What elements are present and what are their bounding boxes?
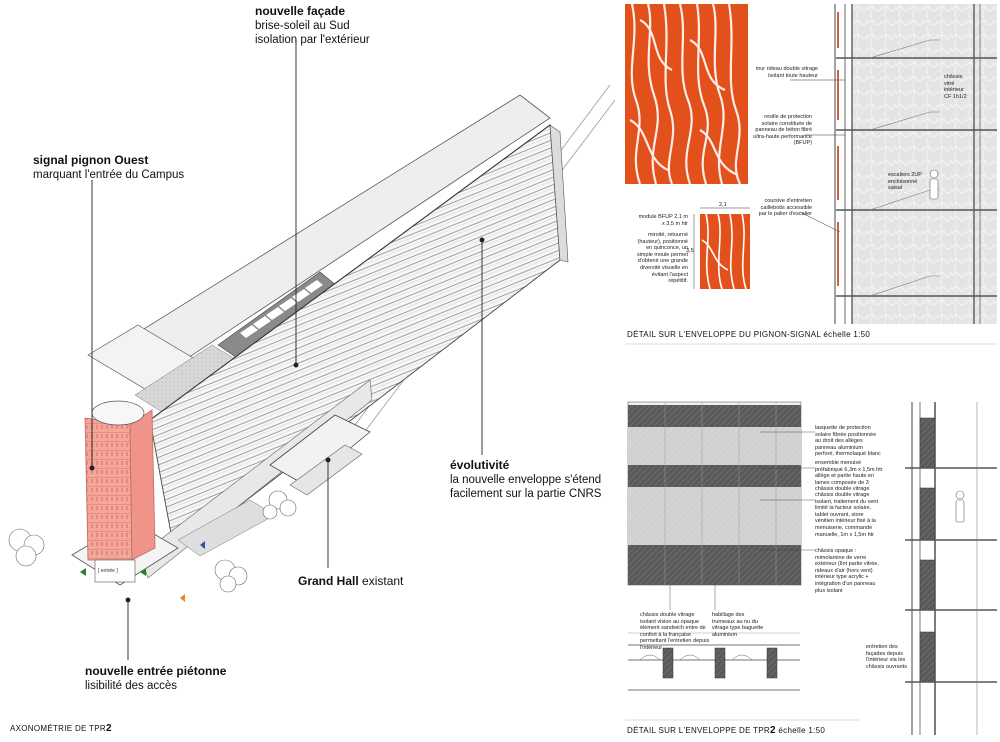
svg-text:[ entrée ]: [ entrée ] — [98, 568, 118, 574]
caption-detail1-main: détail sur l'enveloppe du pignon-signal — [627, 330, 821, 339]
caption-detail-tpr2: détail sur l'enveloppe de TPR2 échelle 1… — [627, 725, 825, 736]
note-lasquette: lasquette de protection solaire fibrée p… — [815, 425, 881, 458]
resille-module-small — [693, 207, 750, 290]
caption-axo-num: 2 — [105, 723, 112, 734]
facade-line2: isolation par l'extérieur — [255, 34, 370, 47]
note-miroite: miroité, retourné (hauteur), positionné … — [636, 232, 688, 285]
note-chassis-opaque: châssis opaque : mimolamine de verre ext… — [815, 548, 879, 594]
section-pignon — [834, 4, 997, 324]
entry-line1: lisibilité des accès — [85, 680, 178, 692]
signal-title: signal pignon Ouest — [33, 153, 149, 167]
annotation-entree: nouvelle entrée piétonne lisibilité des … — [85, 664, 226, 693]
note-escalier: escaliers 2UP encloisonné saisal — [888, 172, 922, 192]
entry-title: nouvelle entrée piétonne — [85, 664, 227, 678]
annotation-signal: signal pignon Ouest marquant l'entrée du… — [33, 153, 184, 182]
elevation-tpr2 — [627, 401, 802, 586]
caption-detail-pignon: détail sur l'enveloppe du pignon-signal … — [627, 330, 870, 339]
section-tpr2 — [905, 402, 997, 735]
note-chassis-double: châssis double vitrage isolant, traiteme… — [815, 492, 878, 538]
note-ensemble: ensemble menuisé préfabriqué 6,3m x 1,5m… — [815, 460, 883, 493]
evol-title: évolutivité — [450, 458, 510, 472]
caption-detail1-scale: échelle 1:50 — [820, 330, 871, 339]
note-chassis: châssis vitré intérieur CF 1h1/2 — [944, 74, 967, 100]
annotation-facade: nouvelle façade brise-soleil au Sud isol… — [255, 4, 370, 48]
caption-detail2-num: 2 — [770, 725, 776, 736]
axonometric-drawing: [ entrée ] — [8, 40, 616, 660]
plan-tpr2 — [628, 632, 800, 691]
annotation-grand-hall: Grand Hall existant — [298, 571, 403, 591]
hall-title: Grand Hall — [298, 574, 359, 588]
resille-panel-large — [625, 3, 748, 185]
detail-pignon-signal — [625, 3, 997, 345]
note-mur-rideau: mur rideau double vitrage isolant toute … — [755, 66, 818, 79]
hall-suffix: existant — [358, 574, 404, 588]
caption-detail2-scale: échelle 1:50 — [775, 726, 826, 735]
note-resille: resille de protection solaire constituée… — [753, 114, 812, 147]
note-coursive: coursive d'entretien caillebotis accessi… — [758, 198, 812, 218]
note-habillage: habillage des trumeaux au nu du vitrage … — [712, 612, 764, 638]
facade-title: nouvelle façade — [255, 4, 346, 18]
caption-axonometrie: Axonométrie de TPR2 — [10, 723, 112, 734]
caption-detail2-main: détail sur l'enveloppe de TPR — [627, 726, 771, 735]
detail-tpr2 — [625, 401, 997, 735]
signal-line1: marquant l'entrée du Campus — [33, 169, 185, 181]
caption-axo-prefix: Axonométrie de TPR — [10, 724, 106, 733]
evol-line2: facilement sur la partie CNRS — [450, 488, 602, 501]
evol-line1: la nouvelle enveloppe s'étend — [450, 474, 602, 486]
note-chassis-vision: châssis double vitrage isolant vision au… — [640, 612, 710, 651]
note-entretien: entretien des façades depuis l'intérieur… — [866, 644, 907, 670]
annotation-evolutivite: évolutivité la nouvelle enveloppe s'éten… — [450, 458, 601, 502]
dim-width: 2,1 — [719, 202, 727, 208]
facade-line1: brise-soleil au Sud — [255, 20, 350, 32]
dim-height: 3,5 — [686, 248, 694, 254]
note-module: module BFUP 2,1 m x 3,5 m htr — [638, 214, 688, 227]
